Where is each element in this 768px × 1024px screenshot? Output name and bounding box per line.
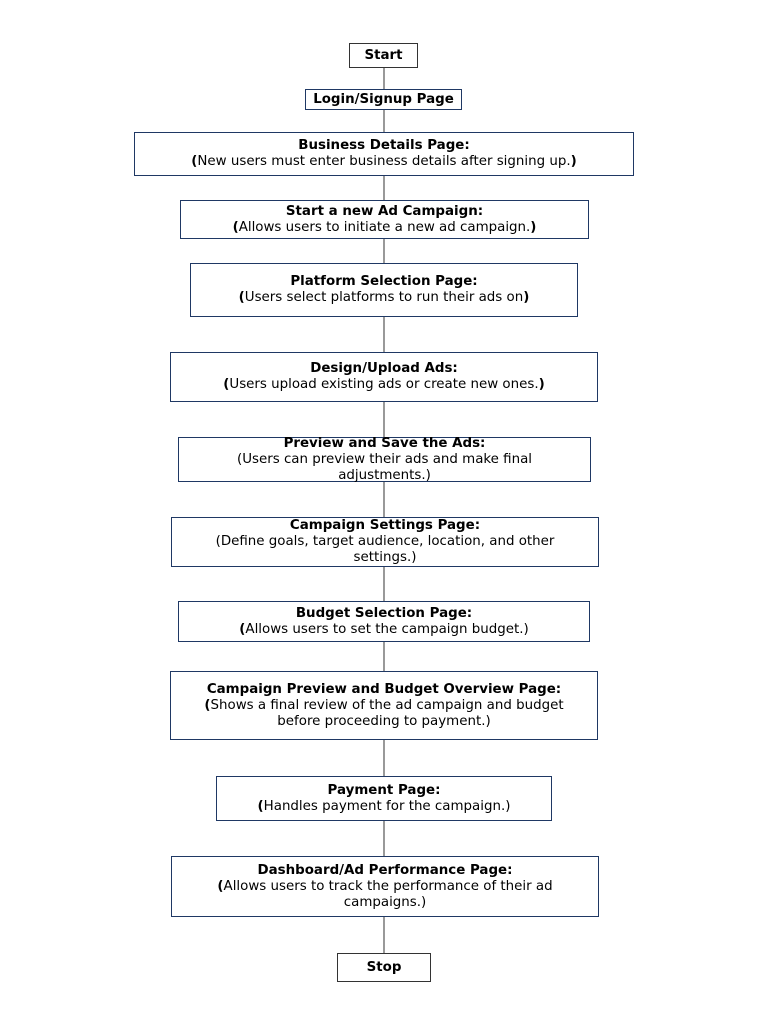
preview-save-desc: (Users can preview their ads and make fi…: [236, 451, 533, 483]
budget-selection-node: Budget Selection Page: (Allows users to …: [178, 601, 590, 642]
dashboard-node: Dashboard/Ad Performance Page: (Allows u…: [171, 856, 599, 917]
business-details-node: Business Details Page: (New users must e…: [134, 132, 634, 176]
campaign-overview-desc: (Shows a final review of the ad campaign…: [204, 697, 564, 729]
campaign-settings-title: Campaign Settings Page:: [289, 518, 481, 533]
preview-save-title: Preview and Save the Ads:: [283, 435, 486, 451]
business-details-desc: (New users must enter business details a…: [191, 154, 577, 169]
design-upload-desc: (Users upload existing ads or create new…: [223, 377, 545, 392]
dashboard-title: Dashboard/Ad Performance Page:: [257, 862, 513, 878]
start-node: Start: [349, 43, 418, 68]
design-upload-title: Design/Upload Ads:: [310, 361, 458, 376]
campaign-settings-node: Campaign Settings Page: (Define goals, t…: [171, 517, 599, 567]
new-campaign-desc: (Allows users to initiate a new ad campa…: [232, 219, 537, 235]
new-campaign-title: Start a new Ad Campaign:: [285, 203, 484, 219]
preview-save-node: Preview and Save the Ads: (Users can pre…: [178, 435, 591, 483]
payment-desc: (Handles payment for the campaign.): [257, 798, 511, 814]
campaign-settings-desc: (Define goals, target audience, location…: [215, 534, 555, 565]
campaign-overview-title: Campaign Preview and Budget Overview Pag…: [206, 681, 562, 697]
stop-node: Stop: [337, 953, 431, 982]
budget-selection-title: Budget Selection Page:: [295, 605, 473, 621]
start-label: Start: [364, 47, 403, 63]
platform-selection-desc: (Users select platforms to run their ads…: [238, 290, 530, 305]
design-upload-node: Design/Upload Ads: (Users upload existin…: [170, 352, 598, 402]
campaign-overview-node: Campaign Preview and Budget Overview Pag…: [170, 671, 598, 740]
platform-selection-node: Platform Selection Page: (Users select p…: [190, 263, 578, 317]
budget-selection-desc: (Allows users to set the campaign budget…: [239, 621, 529, 637]
business-details-title: Business Details Page:: [298, 138, 470, 153]
stop-label: Stop: [366, 959, 402, 975]
login-signup-label: Login/Signup Page: [313, 91, 454, 107]
new-campaign-node: Start a new Ad Campaign: (Allows users t…: [180, 200, 589, 239]
dashboard-desc: (Allows users to track the performance o…: [217, 878, 553, 910]
login-signup-node: Login/Signup Page: [305, 89, 462, 110]
platform-selection-title: Platform Selection Page:: [290, 274, 478, 289]
payment-title: Payment Page:: [327, 782, 441, 798]
payment-node: Payment Page: (Handles payment for the c…: [216, 776, 552, 821]
